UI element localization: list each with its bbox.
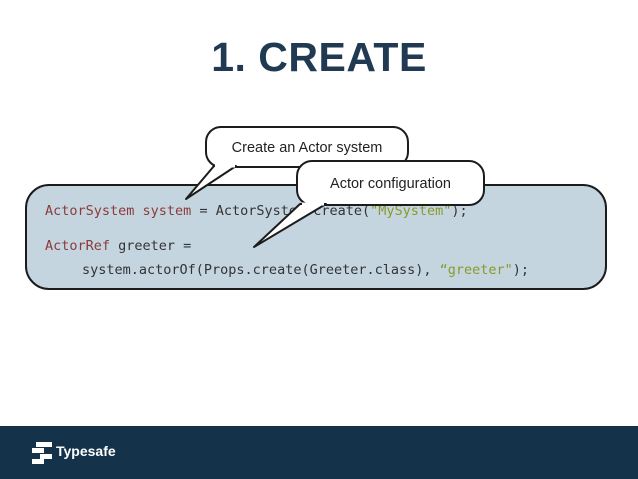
slide-title: 1. CREATE — [211, 34, 427, 80]
code-variable-system: system — [142, 203, 192, 219]
typesafe-logo-icon — [32, 442, 52, 464]
code-text: greeter = — [110, 238, 192, 254]
code-line-2: ActorRef greeter = — [45, 238, 191, 254]
code-text: ); — [512, 262, 530, 278]
code-string-greeter: “greeter" — [439, 262, 513, 278]
brand-name: Typesafe — [56, 443, 116, 459]
code-string-mysystem: "MySystem" — [370, 203, 452, 219]
code-text: system.actorOf(Props.create(Greeter.clas… — [82, 262, 440, 278]
code-type-actorref: ActorRef — [45, 238, 111, 254]
footer-bar — [0, 426, 638, 479]
code-text: ); — [451, 203, 468, 219]
callout-actor-configuration: Actor configuration — [296, 160, 485, 206]
code-type-actorsystem: ActorSystem — [45, 203, 143, 219]
code-line-3: system.actorOf(Props.create(Greeter.clas… — [82, 262, 529, 278]
